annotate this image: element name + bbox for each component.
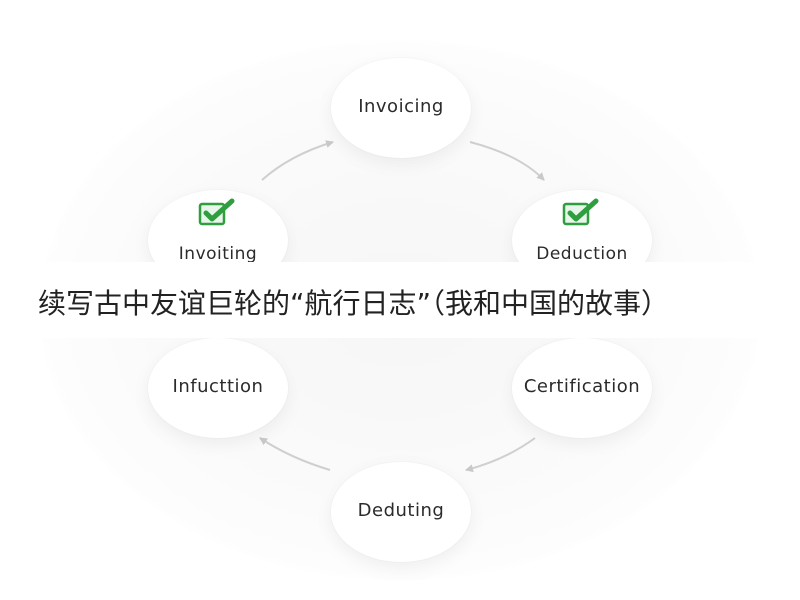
node-certification: Certification <box>512 338 652 438</box>
node-infucttion-label: Infucttion <box>172 376 264 397</box>
node-deduting: Deduting <box>331 462 471 562</box>
caption-banner <box>0 262 800 338</box>
node-invoicing: Invoicing <box>331 58 471 158</box>
checkbox-icon <box>198 198 236 228</box>
arrow-certification-to-deduting <box>465 437 536 473</box>
node-invoiting-label: Invoiting <box>178 244 258 264</box>
caption-text: 续写古中友谊巨轮的“航行日志”（我和中国的故事） <box>38 287 670 320</box>
checkbox-icon <box>562 198 600 228</box>
node-deduting-label: Deduting <box>357 500 445 521</box>
arrow-invoiting-to-invoicing <box>261 140 334 181</box>
node-invoicing-label: Invoicing <box>358 96 444 117</box>
node-certification-label: Certification <box>523 376 641 397</box>
node-infucttion: Infucttion <box>148 338 288 438</box>
arrow-invoicing-to-deduction <box>469 141 545 181</box>
arrow-deduting-to-infucttion <box>259 437 331 471</box>
node-deduction-label: Deduction <box>536 244 628 264</box>
